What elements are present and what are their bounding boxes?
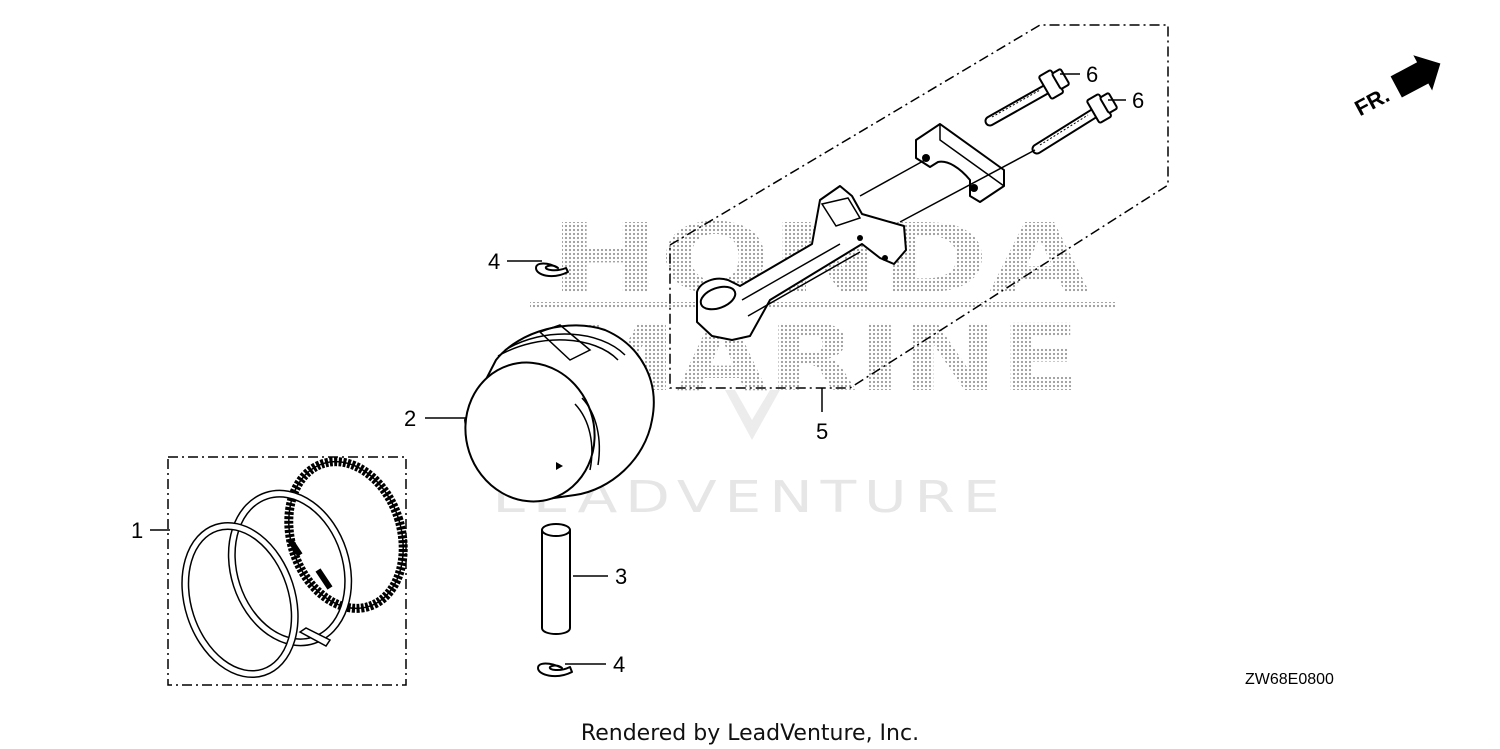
- callout-4-lower: 4: [613, 652, 625, 677]
- callout-2: 2: [404, 406, 416, 431]
- front-direction-indicator: FR.: [1350, 55, 1441, 121]
- callout-6-lower: 6: [1132, 88, 1144, 113]
- align-line-upper: [859, 159, 926, 197]
- front-label: FR.: [1350, 82, 1393, 121]
- connecting-rod: [696, 185, 907, 341]
- callout-3: 3: [615, 564, 627, 589]
- piston-pin: [541, 523, 571, 635]
- diagram-code: ZW68E0800: [1245, 671, 1334, 688]
- callout-1: 1: [131, 518, 143, 543]
- leader-lines: [150, 73, 1126, 665]
- piston-pin-clip-lower: [537, 662, 573, 678]
- leadventure-logo-icon: [725, 390, 780, 440]
- piston-pin-clip-upper: [535, 262, 569, 278]
- connecting-rod-group-box: [669, 24, 1169, 389]
- callout-6-upper: 6: [1086, 62, 1098, 87]
- front-arrow-icon: [1390, 55, 1441, 98]
- align-line-lower: [899, 149, 1036, 223]
- render-credit: Rendered by LeadVenture, Inc.: [581, 721, 919, 746]
- piston-ring-set-box: [167, 456, 407, 686]
- piston: [464, 324, 655, 503]
- callout-4-upper: 4: [488, 249, 500, 274]
- piston-ring-set: [181, 457, 408, 679]
- connecting-rod-cap: [915, 123, 1005, 203]
- callout-5: 5: [816, 419, 828, 444]
- bolt-upper: [984, 68, 1070, 127]
- bolt-lower: [1031, 92, 1118, 155]
